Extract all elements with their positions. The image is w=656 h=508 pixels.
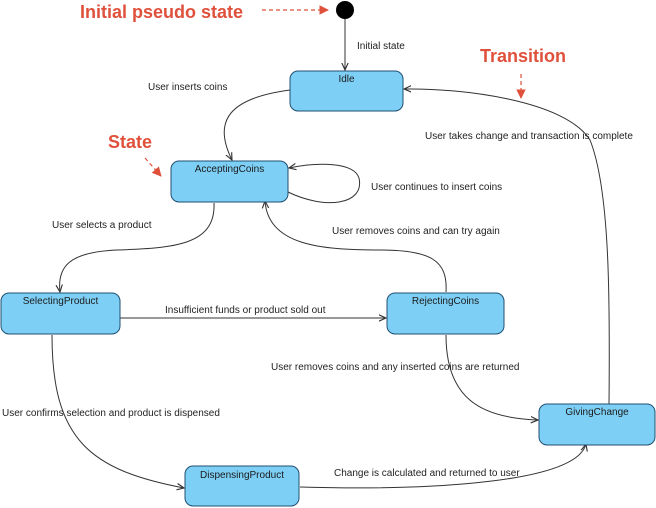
edge-rejecting-to-giving-change	[445, 334, 538, 420]
state-idle-label: Idle	[338, 74, 355, 85]
annotation-initial-pseudo-state: Initial pseudo state	[80, 2, 243, 22]
label-user-removes-try: User removes coins and can try again	[332, 226, 500, 237]
state-giving-change-label: GivingChange	[565, 407, 629, 418]
label-user-takes-change: User takes change and transaction is com…	[425, 131, 633, 142]
edge-accepting-to-selecting	[60, 202, 215, 292]
label-user-selects: User selects a product	[52, 220, 152, 231]
label-insufficient: Insufficient funds or product sold out	[165, 305, 326, 316]
state-selecting-product-label: SelectingProduct	[23, 296, 99, 307]
label-change-calculated: Change is calculated and returned to use…	[334, 468, 520, 479]
state-idle: Idle	[289, 70, 404, 112]
state-selecting-product: SelectingProduct	[0, 292, 121, 335]
edge-idle-to-accepting	[223, 89, 291, 160]
annotation-transition: Transition	[480, 46, 566, 66]
label-user-confirms: User confirms selection and product is d…	[2, 408, 220, 419]
edge-selecting-to-dispensing	[51, 334, 184, 488]
label-user-removes-returned: User removes coins and any inserted coin…	[271, 362, 519, 373]
state-rejecting-coins: RejectingCoins	[386, 292, 505, 335]
state-accepting-coins-label: AcceptingCoins	[195, 164, 264, 175]
initial-pseudo-state	[336, 1, 354, 19]
label-user-continues: User continues to insert coins	[371, 182, 502, 193]
edge-rejecting-to-accepting	[265, 201, 447, 293]
label-initial-state: Initial state	[357, 41, 405, 52]
state-giving-change: GivingChange	[538, 403, 656, 446]
edge-giving-change-to-idle	[404, 89, 610, 406]
state-dispensing-product: DispensingProduct	[184, 465, 300, 507]
label-user-inserts-coins: User inserts coins	[148, 82, 227, 93]
annotation-state: State	[108, 132, 152, 152]
state-dispensing-product-label: DispensingProduct	[200, 470, 284, 481]
edge-accepting-self-loop	[288, 164, 361, 204]
edge-dispensing-to-giving-change	[299, 444, 586, 489]
state-accepting-coins: AcceptingCoins	[170, 160, 289, 203]
state-rejecting-coins-label: RejectingCoins	[412, 296, 479, 307]
annotation-arrow-state	[144, 157, 162, 177]
